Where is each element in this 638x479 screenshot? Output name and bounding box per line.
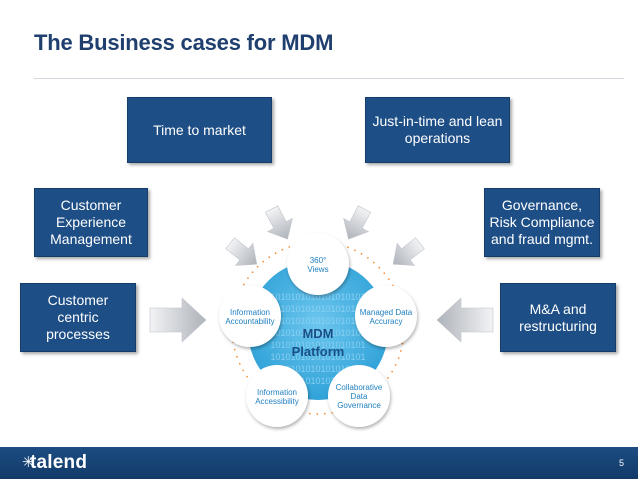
- satellite-views-label: 360° Views: [307, 256, 329, 274]
- page-number: 5: [618, 458, 624, 468]
- arrow-top-right-2-icon: [343, 205, 372, 240]
- binary-line: 1010101010101010101: [270, 292, 365, 302]
- arrow-left-icon: [149, 297, 207, 343]
- binary-line: 1010101010101010101: [270, 304, 365, 314]
- platform-label-platform: Platform: [292, 344, 345, 359]
- arrow-top-left-icon: [225, 237, 258, 266]
- box-mna: M&A and restructuring: [500, 283, 616, 352]
- binary-line: 1010101010101010101: [270, 364, 365, 374]
- box-time-to-market: Time to market: [127, 97, 272, 163]
- binary-line: 1010101010101010101: [270, 376, 365, 386]
- satellite-managed: [355, 285, 417, 347]
- arrow-top-left-2-icon: [264, 205, 293, 240]
- footer-bar: ✳ talend 5: [0, 447, 638, 479]
- satellite-accountability-label: Information Accountability: [225, 308, 275, 326]
- title-divider: [34, 78, 624, 79]
- binary-line: 1010101010101010101: [270, 340, 365, 350]
- satellite-collaborative: [328, 365, 390, 427]
- satellite-accessibility-label: Information Accessibility: [255, 388, 299, 406]
- satellite-accountability: [219, 285, 281, 347]
- page-title: The Business cases for MDM: [34, 30, 334, 55]
- arrow-top-right-icon: [392, 237, 425, 266]
- mdm-platform-circle: [248, 260, 388, 400]
- satellite-collaborative-label: Collaborative Data Governance: [335, 383, 383, 410]
- star-burst-icon: ✳: [22, 454, 35, 471]
- box-just-in-time: Just-in-time and lean operations: [365, 97, 510, 163]
- binary-line: 1010101010101010101: [270, 328, 365, 338]
- satellite-managed-label: Managed Data Accuracy: [359, 308, 413, 326]
- binary-line: 1010101010101010101: [270, 316, 365, 326]
- talend-logo: talend: [30, 452, 88, 473]
- arrow-right-icon: [436, 297, 494, 343]
- box-customer-centric: Customer centric processes: [20, 283, 136, 352]
- satellite-accessibility: [246, 365, 308, 427]
- box-customer-experience: Customer Experience Management: [34, 188, 148, 257]
- box-governance: Governance, Risk Compliance and fraud mg…: [484, 188, 600, 257]
- binary-line: 1010101010101010101: [270, 352, 365, 362]
- satellite-views: [287, 233, 349, 295]
- platform-label-mdm: MDM: [302, 326, 333, 341]
